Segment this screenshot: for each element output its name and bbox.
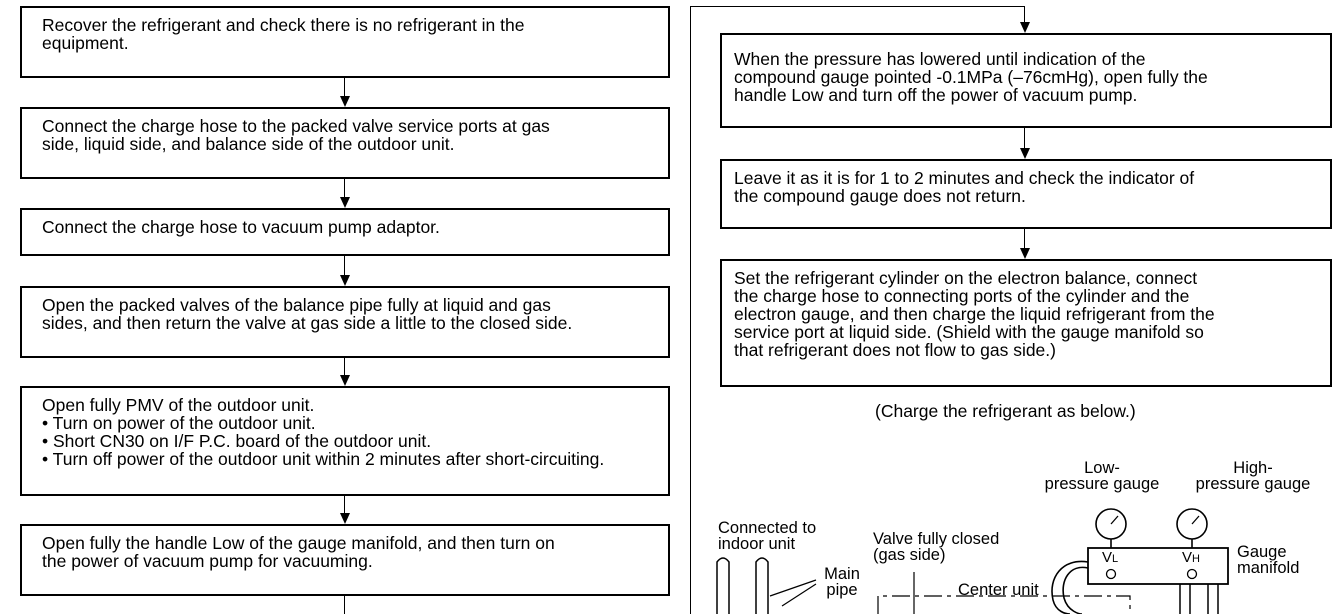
flow-arrow: [344, 179, 345, 197]
step-box-9: Set the refrigerant cylinder on the elec…: [720, 259, 1332, 387]
gauge-manifold-icon: [1087, 547, 1229, 614]
step-box-3: Connect the charge hose to vacuum pump a…: [20, 208, 670, 256]
center-unit-outline: [877, 595, 1131, 614]
arrowhead-icon: [340, 375, 350, 386]
arrowhead-icon: [1020, 248, 1030, 259]
arrowhead-icon: [340, 197, 350, 208]
flow-arrow: [344, 256, 345, 275]
indoor-pipes-icon: [716, 557, 769, 614]
step-box-6: Open fully the handle Low of the gauge m…: [20, 524, 670, 596]
main-pipe-label: Main pipe: [824, 565, 860, 599]
step-box-8: Leave it as it is for 1 to 2 minutes and…: [720, 159, 1332, 229]
high-pressure-gauge-label: High- pressure gauge: [1195, 459, 1311, 493]
step-box-4: Open the packed valves of the balance pi…: [20, 286, 670, 358]
step-box-7: When the pressure has lowered until indi…: [720, 33, 1332, 128]
center-unit-label: Center unit: [958, 581, 1039, 599]
arrowhead-icon: [1020, 22, 1030, 33]
flow-connector: [344, 596, 345, 614]
step-box-1: Recover the refrigerant and check there …: [20, 6, 670, 78]
flow-connector: [690, 6, 1024, 7]
arrowhead-icon: [340, 513, 350, 524]
flow-connector: [690, 6, 691, 614]
low-pressure-gauge-icon: [1095, 508, 1127, 548]
gauge-manifold-label: Gauge manifold: [1237, 543, 1300, 577]
flow-arrow: [1024, 229, 1025, 248]
step-box-5: Open fully PMV of the outdoor unit. • Tu…: [20, 386, 670, 496]
charging-diagram: VL VH: [716, 508, 1229, 614]
arrowhead-icon: [1020, 148, 1030, 159]
arrowhead-icon: [340, 96, 350, 107]
connected-to-indoor-unit-label: Connected to indoor unit: [718, 519, 817, 553]
flow-arrow: [344, 496, 345, 513]
flow-arrow: [344, 358, 345, 375]
vl-label: VL: [1102, 549, 1118, 566]
step-box-2: Connect the charge hose to the packed va…: [20, 107, 670, 179]
low-pressure-gauge-label: Low- pressure gauge: [1044, 459, 1160, 493]
flow-arrow: [1024, 128, 1025, 148]
arrowhead-icon: [340, 275, 350, 286]
high-pressure-gauge-icon: [1176, 508, 1208, 548]
vh-label: VH: [1182, 549, 1200, 566]
valve-fully-closed-label: Valve fully closed (gas side): [873, 530, 1000, 564]
charge-note: (Charge the refrigerant as below.): [875, 401, 1136, 421]
charge-hose-icon: [1062, 566, 1089, 614]
flow-arrow: [1024, 6, 1025, 22]
flow-arrow: [344, 78, 345, 96]
main-pipe-leader: [769, 579, 817, 597]
